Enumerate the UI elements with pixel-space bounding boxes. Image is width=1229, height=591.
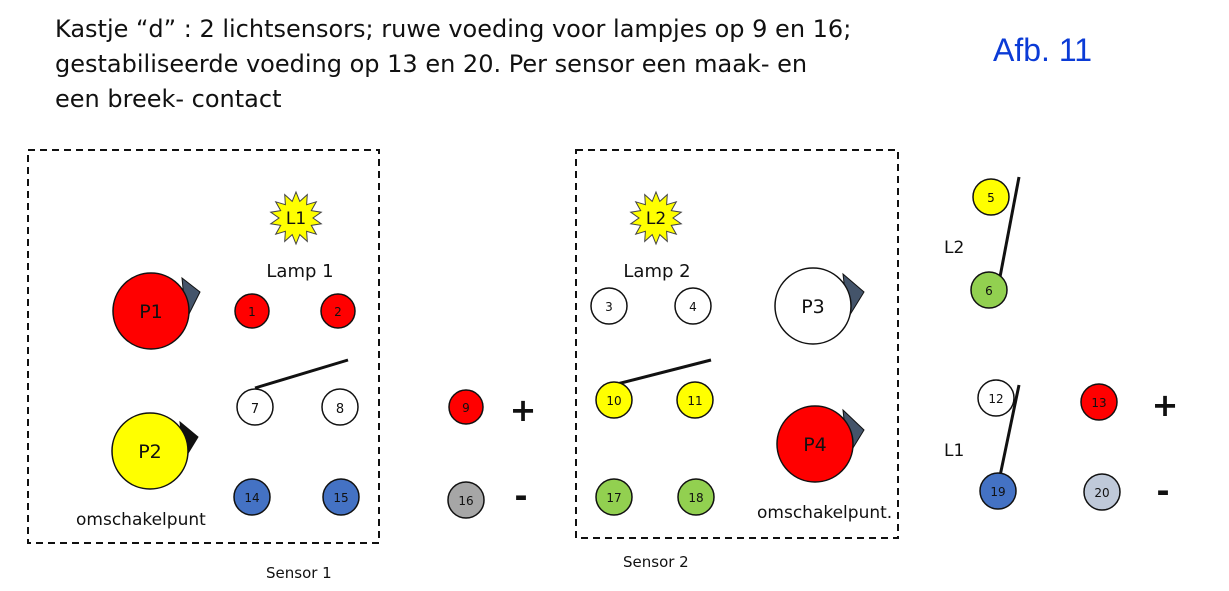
terminal-7-label: 7 <box>251 402 259 417</box>
stab-minus-sign: - <box>1156 472 1169 510</box>
sensor1-box <box>27 149 380 544</box>
lamp1-badge-label: L1 <box>286 209 306 229</box>
lamp2-badge-label: L2 <box>646 209 666 229</box>
terminal-14-label: 14 <box>244 491 259 505</box>
terminal-17-label: 17 <box>606 491 621 505</box>
terminal-6[interactable]: 6 <box>970 271 1008 309</box>
sensor1-switch-lever <box>254 358 349 390</box>
terminal-3[interactable]: 3 <box>590 287 628 325</box>
lamp1-socket-wire <box>998 384 1021 477</box>
terminal-15[interactable]: 15 <box>322 478 360 516</box>
raw-plus-sign: + <box>510 391 537 429</box>
terminal-4[interactable]: 4 <box>674 287 712 325</box>
terminal-20-label: 20 <box>1094 486 1109 500</box>
terminal-5-label: 5 <box>987 191 995 205</box>
terminal-16-label: 16 <box>458 494 473 508</box>
stab-plus-sign: + <box>1152 386 1179 424</box>
pot-p2-knob <box>111 412 189 490</box>
terminal-6-label: 6 <box>985 284 993 298</box>
lamp1-badge: L1 <box>269 190 323 246</box>
raw-minus-sign: - <box>514 477 527 515</box>
title: Kastje “d” : 2 lichtsensors; ruwe voedin… <box>55 12 935 117</box>
terminal-11[interactable]: 11 <box>676 381 714 419</box>
terminal-15-label: 15 <box>333 491 348 505</box>
pot-p1-label: P1 <box>139 301 163 323</box>
terminal-13[interactable]: 13 <box>1080 383 1118 421</box>
terminal-19-label: 19 <box>990 485 1005 499</box>
terminal-20[interactable]: 20 <box>1083 473 1121 511</box>
sensor1-caption: Sensor 1 <box>266 564 332 582</box>
terminal-11-label: 11 <box>687 394 702 408</box>
terminal-7[interactable]: 7 <box>236 388 274 426</box>
terminal-14[interactable]: 14 <box>233 478 271 516</box>
pot-p3[interactable]: P3 <box>774 267 865 345</box>
sensor2-switch-lever <box>616 358 712 386</box>
lamp-socket-l2-label: L2 <box>944 238 964 258</box>
pot-p3-label: P3 <box>801 296 825 318</box>
sensor2-note: omschakelpunt. <box>757 503 892 523</box>
terminal-2-label: 2 <box>334 305 342 319</box>
terminal-8-label: 8 <box>336 402 344 417</box>
pot-p2-label: P2 <box>138 441 162 463</box>
title-line-2: gestabiliseerde voeding op 13 en 20. Per… <box>55 50 808 78</box>
lamp1-star-icon <box>269 190 323 246</box>
terminal-1-label: 1 <box>248 305 256 319</box>
terminal-19[interactable]: 19 <box>979 472 1017 510</box>
lamp2-socket-wire <box>998 176 1021 278</box>
terminal-17[interactable]: 17 <box>595 478 633 516</box>
terminal-9[interactable]: 9 <box>448 389 484 425</box>
pot-p1-knob <box>112 272 190 350</box>
terminal-16[interactable]: 16 <box>447 481 485 519</box>
lamp2-badge: L2 <box>629 190 683 246</box>
terminal-18[interactable]: 18 <box>677 478 715 516</box>
terminal-10-label: 10 <box>606 394 621 408</box>
lamp-socket-l1-label: L1 <box>944 441 964 461</box>
terminal-5[interactable]: 5 <box>972 178 1010 216</box>
pot-p2[interactable]: P2 <box>111 412 199 490</box>
lamp2-star-icon <box>629 190 683 246</box>
title-line-3: een breek- contact <box>55 85 282 113</box>
terminal-8[interactable]: 8 <box>321 388 359 426</box>
terminal-3-label: 3 <box>605 300 613 314</box>
pot-p3-knob <box>774 267 852 345</box>
pot-p1[interactable]: P1 <box>112 272 201 350</box>
terminal-13-label: 13 <box>1091 396 1106 410</box>
sensor2-box <box>575 149 899 539</box>
terminal-10[interactable]: 10 <box>595 381 633 419</box>
pot-p4-label: P4 <box>803 434 827 456</box>
sensor1-note: omschakelpunt <box>76 510 206 530</box>
terminal-12-label: 12 <box>988 392 1003 406</box>
terminals: 1 2 7 8 14 15 9 16 3 4 10 11 17 18 5 6 1… <box>233 178 1121 519</box>
terminal-9-label: 9 <box>462 401 470 415</box>
terminal-1[interactable]: 1 <box>234 293 270 329</box>
figure-label: Afb. 11 <box>993 32 1093 68</box>
terminal-4-label: 4 <box>689 300 697 314</box>
title-line-1: Kastje “d” : 2 lichtsensors; ruwe voedin… <box>55 15 852 43</box>
terminal-12[interactable]: 12 <box>977 379 1015 417</box>
lamp1-label: Lamp 1 <box>266 261 333 282</box>
terminal-18-label: 18 <box>688 491 703 505</box>
sensor2-caption: Sensor 2 <box>623 553 689 571</box>
terminal-2[interactable]: 2 <box>320 293 356 329</box>
pot-p4-knob <box>776 405 854 483</box>
pot-p4[interactable]: P4 <box>776 405 865 483</box>
lamp2-label: Lamp 2 <box>623 261 690 282</box>
